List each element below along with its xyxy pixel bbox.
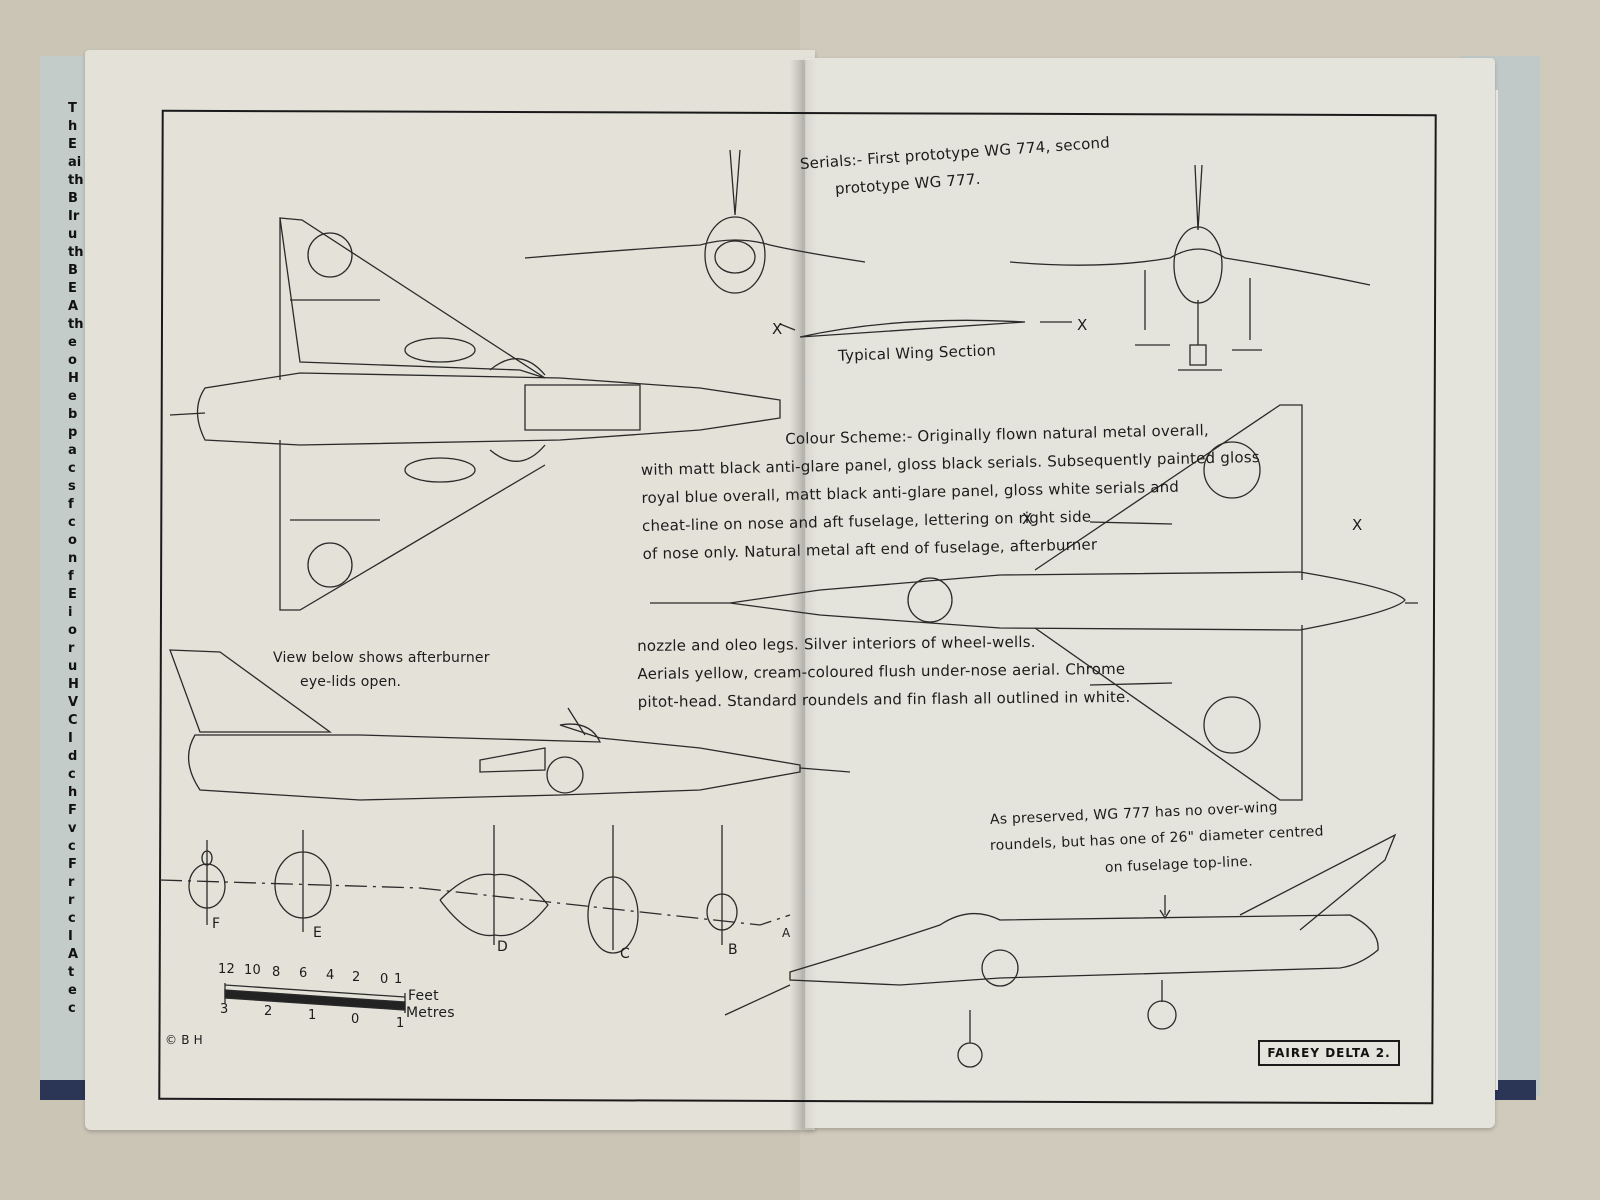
wing-section-profile [779,319,1072,338]
feet-tick: 1 [394,972,403,987]
jacket-letter: th [68,317,84,332]
jacket-letter: d [68,749,78,764]
afterburner-note-line1: View below shows afterburner [273,650,490,666]
jacket-letter: e [68,335,77,350]
jacket-letter: c [68,911,76,926]
book-gutter [790,60,818,1130]
wing-section-marker-right: X [1077,316,1088,334]
jacket-letter: B [68,191,78,206]
section-label-a: A [782,926,791,940]
right-page [805,58,1495,1128]
jacket-letter: e [68,983,77,998]
jacket-letter: E [68,587,77,602]
jacket-letter: c [68,461,76,476]
metre-tick: 1 [396,1016,405,1031]
section-label-c: C [620,946,630,962]
section-label-b: B [728,942,738,958]
colour-scheme-cont-line: pitot-head. Standard roundels and fin fl… [637,687,1131,711]
jacket-letter: A [68,947,79,962]
scale-bar-graphic [224,983,406,1013]
metre-tick: 2 [264,1004,273,1019]
plan-view-topside [650,404,1418,801]
drawing-title: FAIREY DELTA 2. [1267,1046,1391,1060]
plan-view-underside [169,217,781,611]
feet-tick: 6 [299,966,308,981]
jacket-letter: o [68,353,77,368]
jacket-letter: s [68,479,76,494]
copyright-mark: © B H [165,1033,203,1047]
jacket-letter: e [68,389,77,404]
metre-tick: 1 [308,1008,317,1023]
jacket-letter: th [68,245,84,260]
jacket-letter: p [68,425,78,440]
feet-tick: 4 [326,968,335,983]
section-label-d: D [497,939,508,955]
jacket-letter: I [68,929,73,944]
colour-scheme-block: Colour Scheme:- Originally flown natural… [640,415,1262,568]
jacket-letter: C [68,713,78,728]
front-view-right [1009,164,1371,371]
jacket-letter: F [68,803,77,818]
jacket-letter: Ir [68,209,80,224]
scale-metres-label: Metres [406,1005,455,1021]
side-view-preserved [724,833,1397,1068]
jacket-letter: h [68,785,78,800]
jacket-letter: E [68,137,77,152]
jacket-letter: r [68,875,75,890]
jacket-letter: H [68,371,79,386]
jacket-letter: i [68,605,73,620]
jacket-letter: A [68,299,79,314]
jacket-letter: a [68,443,77,458]
jacket-letter: f [68,497,74,512]
jacket-letter: Th [68,101,78,134]
jacket-letter: t [68,965,75,980]
jacket-letter: F [68,857,77,872]
plan-marker-right: X [1352,516,1363,534]
wing-section-marker-left: X [772,320,783,338]
jacket-letter: c [68,515,76,530]
jacket-letter: o [68,623,77,638]
metre-tick: 0 [351,1012,360,1027]
drawing-title-box: FAIREY DELTA 2. [1258,1040,1400,1066]
section-label-f: F [212,916,221,932]
jacket-letter: c [68,1001,76,1016]
jacket-letter: v [68,821,77,836]
section-label-e: E [313,925,323,941]
plan-marker-left: X [1022,510,1033,528]
jacket-letter: th [68,173,84,188]
feet-tick: 0 [380,972,389,987]
feet-tick: 12 [218,962,235,977]
jacket-letter: B [68,263,78,278]
jacket-letter: o [68,533,77,548]
jacket-letter: u [68,659,78,674]
feet-tick: 2 [352,970,361,985]
afterburner-note-line2: eye-lids open. [300,674,402,690]
jacket-letter: b [68,407,78,422]
side-view-eyelids-open [169,649,851,801]
jacket-letter: n [68,551,78,566]
front-view-left [524,149,866,294]
jacket-letter: E [68,281,77,296]
feet-tick: 8 [272,965,281,980]
scale-feet-label: Feet [408,988,439,1004]
jacket-letter: f [68,569,74,584]
jacket-letter: H [68,677,79,692]
cross-sections [159,825,791,954]
jacket-letter: c [68,767,76,782]
jacket-letter: V [68,695,79,710]
jacket-letter: u [68,227,78,242]
jacket-letter: ai [68,155,82,170]
metre-tick: 3 [220,1002,229,1017]
colour-scheme-continuation: nozzle and oleo legs. Silver interiors o… [637,627,1131,716]
jacket-letter: r [68,893,75,908]
feet-tick: 10 [244,963,261,978]
left-page [85,50,815,1130]
jacket-letter: c [68,839,76,854]
jacket-letter: r [68,641,75,656]
jacket-letter: I [68,731,73,746]
